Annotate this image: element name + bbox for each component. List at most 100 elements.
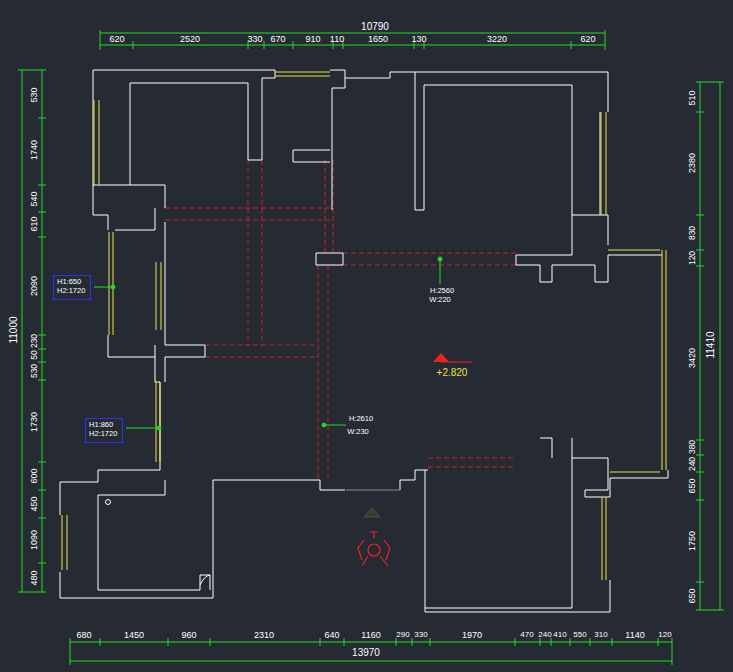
dimension-text: 290 — [396, 631, 409, 639]
plan-line — [60, 462, 210, 590]
dimension-text: 510 — [688, 90, 697, 105]
plan-line — [343, 253, 516, 265]
dimension-text: H:2560 — [430, 287, 454, 295]
dimension-text: 1450 — [124, 631, 144, 640]
dimension-text: 1740 — [30, 140, 39, 160]
plan-line — [157, 426, 161, 430]
dimension-text: 450 — [30, 496, 39, 511]
window-height-text: H2:1720 — [57, 287, 87, 296]
dimension-text: 830 — [688, 226, 697, 240]
dimension-text: 640 — [324, 631, 339, 640]
dimension-text: 620 — [109, 35, 124, 44]
dimension-text: 1750 — [688, 531, 697, 551]
plan-line — [345, 72, 608, 245]
plan-line — [248, 160, 262, 345]
plan-line — [441, 362, 472, 363]
dimension-text: 240 — [538, 631, 551, 639]
dimension-text: 1160 — [361, 631, 380, 640]
dimension-text: 110 — [330, 35, 344, 44]
plan-line — [111, 285, 115, 289]
dimension-text: 1650 — [368, 35, 388, 44]
dimension-text: 2520 — [180, 35, 200, 44]
plan-line — [100, 30, 605, 50]
dimension-text: 130 — [411, 35, 426, 44]
plan-line — [70, 638, 672, 665]
dimension-text: 2380 — [688, 153, 697, 173]
plan-details — [106, 500, 211, 586]
plan-line — [696, 112, 704, 582]
door-arrow — [346, 490, 400, 517]
plan-line — [346, 490, 400, 491]
dimension-text: 670 — [270, 35, 285, 44]
dimension-text: 540 — [30, 191, 39, 206]
dimension-text: 480 — [30, 570, 39, 585]
plan-line — [368, 544, 380, 556]
dimension-text: 120 — [658, 631, 671, 639]
plan-line — [156, 382, 160, 462]
dimension-text: 650 — [688, 478, 697, 493]
walls — [60, 70, 668, 612]
dimension-text: 1970 — [462, 631, 482, 640]
dimension-text: W:230 — [347, 428, 369, 436]
plan-line — [94, 100, 99, 185]
window-height-text: H1:650 — [57, 278, 87, 287]
dimension-text: 470 — [520, 631, 533, 639]
plan-line — [126, 428, 158, 429]
plan-line — [205, 345, 316, 357]
dimension-text: 610 — [30, 216, 39, 231]
dimension-text: 11410 — [706, 331, 716, 358]
window-height-text: H2:1720 — [89, 430, 119, 439]
level-marker — [433, 353, 472, 362]
plan-line — [62, 515, 67, 570]
person-symbol — [358, 532, 390, 566]
plan-line — [425, 438, 610, 608]
window-height-box: H1:860H2:1720 — [85, 418, 123, 443]
dimension-text: +2.820 — [437, 368, 468, 378]
windows — [62, 72, 666, 580]
dimension-text: 380 — [688, 440, 697, 454]
dimension-text: 230 — [30, 334, 39, 348]
dimension-text: 1140 — [625, 631, 644, 640]
plan-line — [438, 257, 442, 261]
dimension-text: 330 — [247, 35, 262, 44]
plan-line — [364, 508, 380, 517]
dimension-lines — [18, 30, 724, 665]
dimension-text: 10790 — [361, 22, 389, 32]
plan-line — [130, 185, 165, 208]
plan-line — [109, 232, 113, 335]
dimension-text: 330 — [414, 631, 427, 639]
dimension-text: 650 — [688, 588, 697, 603]
dimension-text: 120 — [688, 251, 697, 265]
dimension-text: 310 — [594, 631, 607, 639]
dimension-text: 3220 — [487, 35, 507, 44]
plan-line — [38, 118, 46, 563]
plan-line — [93, 70, 275, 185]
plan-line — [115, 208, 165, 345]
plan-line — [358, 532, 390, 566]
plan-line — [440, 260, 441, 284]
plan-line — [415, 72, 608, 215]
plan-line — [60, 470, 668, 612]
dimension-text: 620 — [580, 35, 595, 44]
plan-line — [428, 458, 516, 467]
dimension-text: 530 — [30, 87, 39, 102]
plan-line — [322, 423, 326, 427]
dimension-text: 11000 — [9, 316, 19, 343]
dimension-text: H:2610 — [349, 415, 373, 423]
dimension-text: 600 — [30, 468, 39, 483]
plan-line — [601, 112, 606, 215]
red-beams — [165, 160, 516, 478]
plan-line — [433, 353, 449, 362]
plan-line — [516, 215, 662, 282]
dimension-text: 410 — [553, 631, 566, 639]
dimension-text: 240 — [688, 457, 697, 471]
window-height-text: H1:860 — [89, 421, 119, 430]
dimension-text: 910 — [305, 35, 320, 44]
plan-line — [94, 287, 112, 288]
plan-line — [316, 253, 343, 265]
dimension-text: 1730 — [30, 412, 39, 432]
plan-line — [156, 262, 161, 330]
dimension-text: 2310 — [254, 631, 274, 640]
plan-line — [325, 425, 346, 426]
